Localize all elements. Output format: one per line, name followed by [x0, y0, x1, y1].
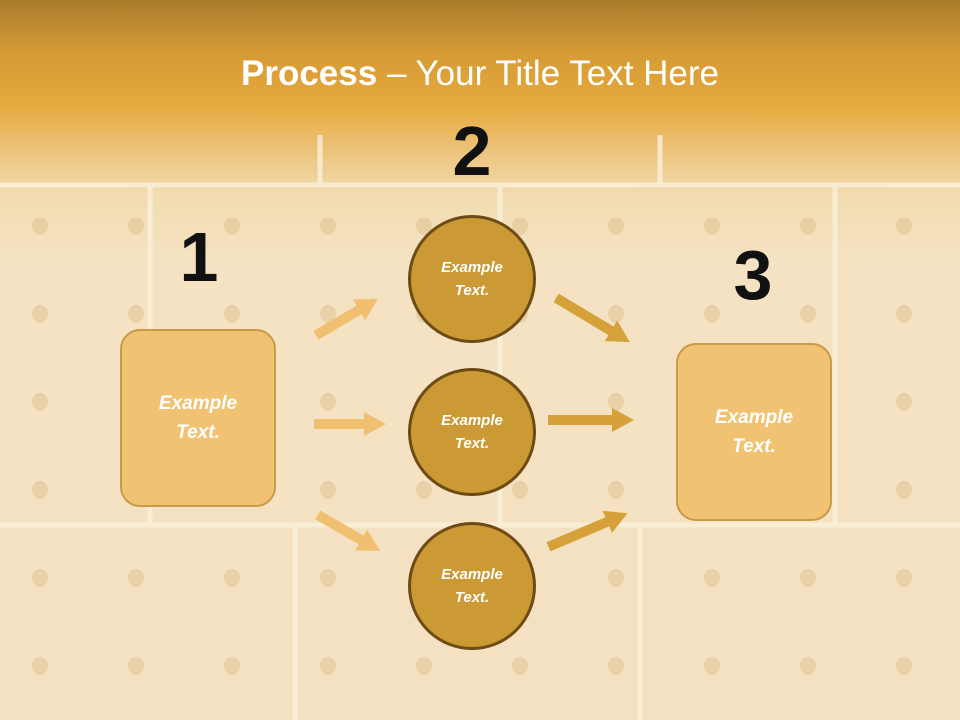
circle-middle: Example Text.: [408, 368, 536, 496]
right-box: Example Text.: [676, 343, 832, 521]
right-box-text: Example Text.: [715, 403, 793, 461]
arrow-top-to-right: [553, 293, 630, 343]
arrow-left-to-bottom: [315, 510, 381, 551]
circle-middle-line2: Text.: [454, 435, 490, 452]
left-box-text: Example Text.: [159, 389, 237, 447]
right-box-line1: Example: [714, 407, 794, 428]
circle-bottom: Example Text.: [408, 522, 536, 650]
circle-top-line1: Example: [441, 259, 503, 276]
left-box: Example Text.: [120, 329, 276, 507]
right-box-line2: Text.: [732, 436, 776, 457]
arrow-bottom-to-right: [546, 510, 628, 552]
title-bold: Process: [241, 54, 378, 93]
arrow-left-to-middle: [314, 412, 386, 436]
slide-title: Process – Your Title Text Here: [0, 52, 960, 96]
step-number-2: 2: [452, 112, 492, 190]
arrow-middle-to-right: [548, 408, 634, 432]
circle-bottom-line1: Example: [441, 566, 503, 583]
circle-top-text: Example Text.: [441, 256, 503, 302]
circle-middle-line1: Example: [441, 412, 503, 429]
left-box-line1: Example: [158, 393, 238, 414]
left-box-line2: Text.: [176, 422, 220, 443]
circle-middle-text: Example Text.: [441, 409, 503, 455]
circle-top: Example Text.: [408, 215, 536, 343]
arrow-left-to-top: [313, 298, 379, 340]
step-number-3: 3: [733, 236, 773, 314]
circle-bottom-line2: Text.: [454, 589, 490, 606]
title-rest: – Your Title Text Here: [377, 54, 719, 93]
circle-top-line2: Text.: [454, 282, 490, 299]
step-number-1: 1: [179, 218, 219, 296]
circle-bottom-text: Example Text.: [441, 563, 503, 609]
